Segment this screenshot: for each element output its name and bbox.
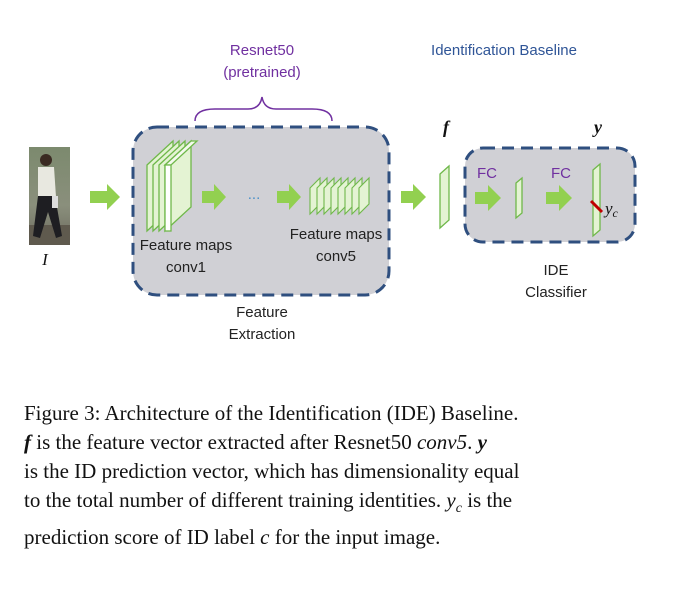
ide-architecture-diagram: Resnet50 (pretrained) Identification Bas… xyxy=(29,42,637,343)
y-symbol: y xyxy=(592,117,603,137)
caption-text: is the feature vector extracted after Re… xyxy=(31,430,417,454)
input-symbol-I: I xyxy=(41,250,49,269)
caption-line-3: is the ID prediction vector, which has d… xyxy=(24,459,520,483)
feature-maps-conv5-label: Feature maps xyxy=(290,226,383,243)
arrow-fc2 xyxy=(546,185,572,211)
caption-line-5: prediction score of ID label c for the i… xyxy=(24,523,660,552)
fc2-label: FC xyxy=(551,165,571,182)
input-person-image xyxy=(29,147,70,245)
arrow-conv1-to-ellipsis xyxy=(202,184,226,210)
conv1-feature-maps xyxy=(146,139,199,233)
caption-line-2: f is the feature vector extracted after … xyxy=(24,428,660,457)
caption-text: . xyxy=(467,430,478,454)
caption-y-symbol: y xyxy=(477,430,487,454)
classifier-label: Classifier xyxy=(525,284,587,301)
caption-yc-subscript: c xyxy=(455,501,462,517)
prediction-score-mark xyxy=(589,199,604,214)
figure-caption: Figure 3: Architecture of the Identifica… xyxy=(24,399,660,552)
conv5-label: conv5 xyxy=(316,248,356,265)
caption-text: for the input image. xyxy=(269,525,441,550)
fc1-label: FC xyxy=(477,165,497,182)
feature-maps-conv1-label: Feature maps xyxy=(140,237,233,254)
conv5-feature-maps xyxy=(309,176,370,216)
caption-conv5: conv5 xyxy=(416,430,468,454)
caption-text: is the xyxy=(461,488,513,512)
prediction-vector-y xyxy=(592,162,601,238)
resnet-brace xyxy=(194,96,333,122)
hidden-vector xyxy=(515,176,523,220)
resnet50-label: Resnet50 xyxy=(230,42,294,59)
f-symbol: f xyxy=(443,117,451,137)
feature-label: Feature xyxy=(236,304,288,321)
yc-symbol: yc xyxy=(603,199,619,220)
feature-extraction-block xyxy=(131,125,391,297)
arrow-input-to-features xyxy=(90,184,120,210)
arrow-ellipsis-to-conv5 xyxy=(277,184,301,210)
ellipsis: ... xyxy=(248,186,261,203)
arrow-fc1 xyxy=(475,185,501,211)
extraction-label: Extraction xyxy=(229,326,296,343)
caption-c-symbol: c xyxy=(260,525,270,550)
conv1-label: conv1 xyxy=(166,259,206,276)
caption-f-symbol: f xyxy=(24,430,31,454)
caption-line-1: Figure 3: Architecture of the Identifica… xyxy=(24,401,519,425)
feature-vector-f xyxy=(439,164,450,230)
arrow-features-to-vector xyxy=(401,184,426,210)
caption-line-4: to the total number of different trainin… xyxy=(24,486,660,523)
ide-label: IDE xyxy=(543,262,568,279)
caption-text: prediction score of ID label xyxy=(24,525,261,550)
identification-baseline-label: Identification Baseline xyxy=(431,42,577,59)
caption-yc-symbol: y xyxy=(446,488,456,512)
pretrained-label: (pretrained) xyxy=(223,64,301,81)
caption-text: to the total number of different trainin… xyxy=(24,488,447,512)
